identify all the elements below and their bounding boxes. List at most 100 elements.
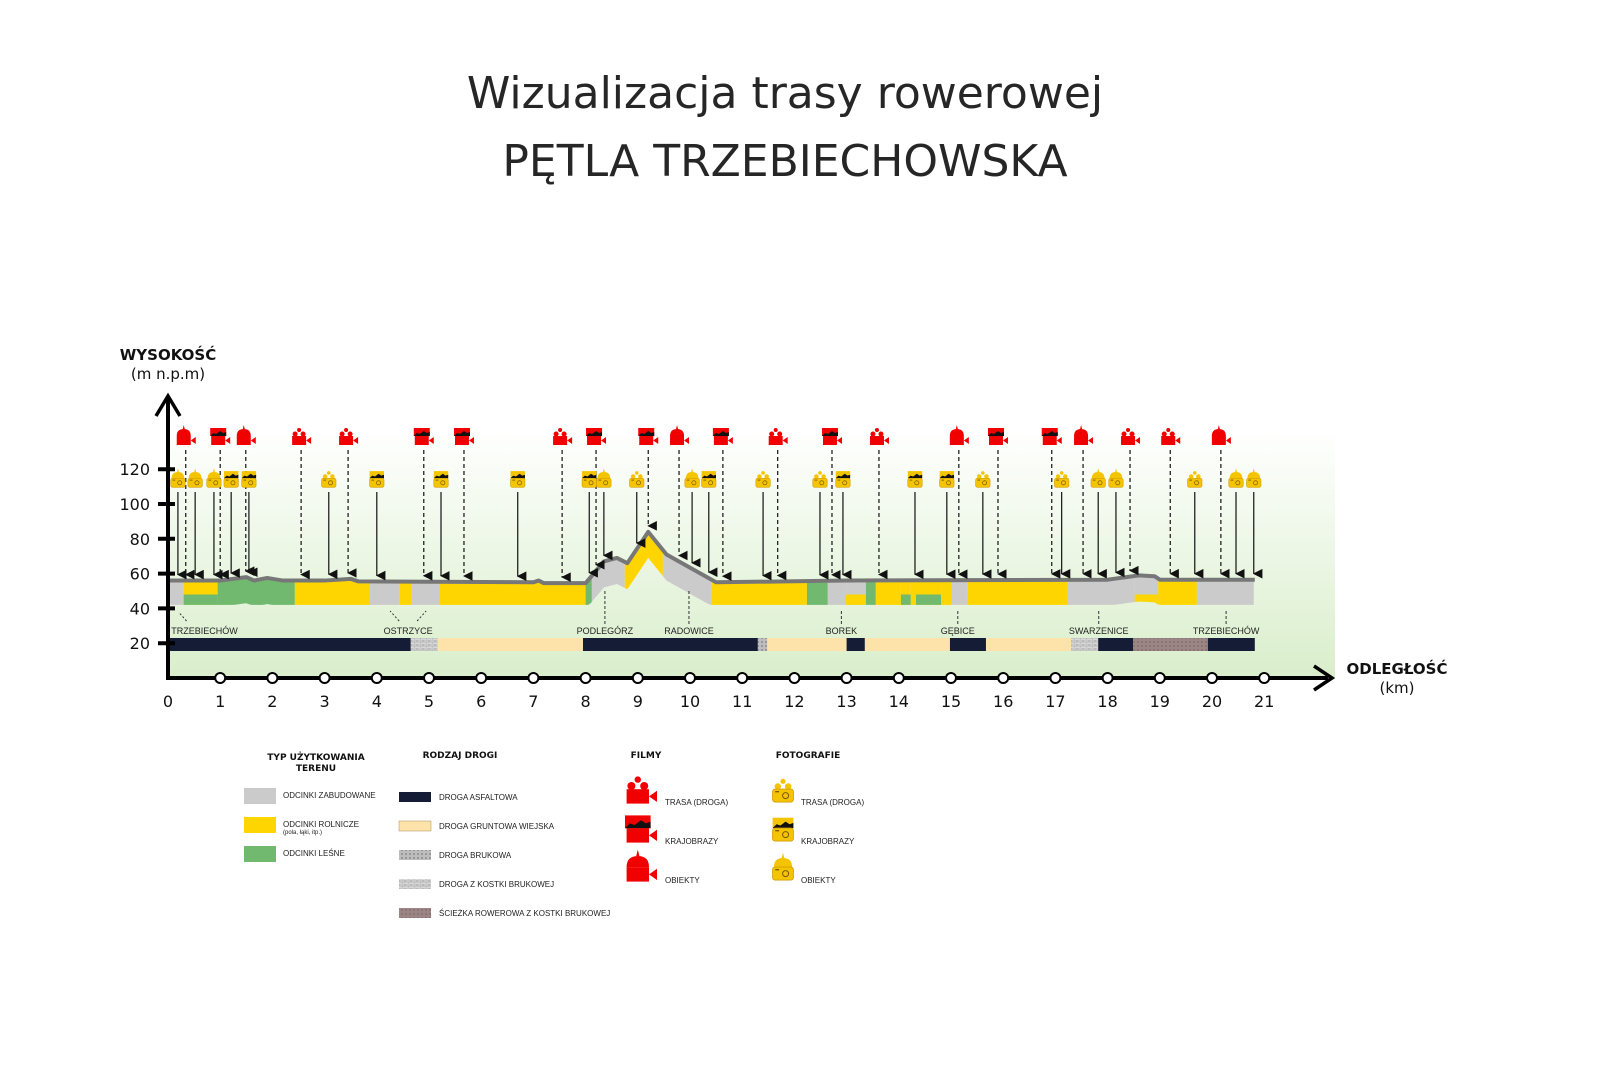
camera-viewfinder [1110, 479, 1114, 481]
camera-body [176, 436, 191, 445]
landscape-frame-icon [582, 471, 597, 479]
camera-body [713, 436, 728, 445]
bike-wheel-icon [330, 474, 335, 479]
bike-wheel-icon [878, 431, 884, 437]
film-camera-obiekty-icon [1211, 425, 1231, 445]
camera-lens [603, 480, 609, 486]
x-tick-marker [892, 672, 905, 684]
camera-lens [1135, 437, 1141, 444]
camera-lens [601, 437, 607, 444]
legend-label: ŚCIEŻKA ROWEROWA Z KOSTKI BRUKOWEJ [439, 909, 610, 918]
y-tick-label: 40 [130, 599, 150, 618]
landscape-frame-icon [701, 471, 716, 479]
camera-viewfinder [1189, 479, 1193, 481]
chart-background [168, 430, 1335, 678]
film-camera-krajobrazy-icon [821, 428, 842, 445]
title-line-1: Wizualizacja trasy rowerowej [467, 68, 1103, 119]
y-axis-arrowhead [154, 392, 182, 417]
legend-swatch-asphalt [399, 792, 431, 802]
film-camera-trasa-icon [553, 428, 573, 445]
x-axis-unit: (km) [1379, 679, 1414, 697]
camera-viewfinder [909, 479, 913, 481]
building-glyph-icon [1247, 468, 1261, 479]
film-camera-obiekty-icon [236, 425, 256, 445]
road-type-band [168, 638, 1255, 651]
x-tick-marker [997, 672, 1010, 684]
bike-wheel-icon [1129, 431, 1135, 437]
building-glyph-icon [1091, 468, 1105, 479]
legend-swatch-agri [244, 817, 276, 833]
photo-camera-obiekty-icon [206, 468, 222, 488]
landscape-silhouette-icon [223, 473, 239, 479]
building-glyph-icon [773, 852, 793, 868]
camera-lens [782, 437, 788, 444]
bike-wheel-icon [764, 474, 769, 479]
legend-swatch-bikepath [399, 908, 431, 918]
landscape-frame-icon [413, 428, 430, 436]
camera-lens [306, 437, 312, 444]
x-tick-label: 19 [1150, 692, 1170, 711]
photo-camera-krajobrazy-icon [223, 471, 239, 488]
landscape-frame-icon [241, 471, 257, 479]
camera-lens [230, 480, 236, 486]
land-segment-agri [1134, 594, 1159, 605]
photo-camera-trasa-icon [975, 471, 991, 488]
film-camera-krajobrazy-icon [1041, 428, 1062, 445]
camera-lens [248, 480, 254, 486]
photo-camera-obiekty-icon [1090, 468, 1106, 488]
camera-body [1042, 436, 1057, 445]
x-tick-marker [1049, 672, 1062, 684]
camera-lens [727, 437, 733, 444]
x-tick-label: 5 [424, 692, 434, 711]
camera-lens [567, 437, 573, 444]
landscape-silhouette-icon [835, 473, 851, 479]
village-label: SWARZENICE [1069, 626, 1129, 636]
camera-body [626, 828, 650, 843]
village-label: TRZEBIECHÓW [171, 626, 238, 636]
bike-wheel-icon [1121, 431, 1127, 437]
x-tick-label: 18 [1097, 692, 1117, 711]
camera-body [292, 436, 307, 445]
cyclist-icon [326, 471, 331, 475]
camera-body [670, 436, 685, 445]
camera-body [1121, 436, 1136, 445]
legend-label: TRASA (DROGA) [801, 798, 864, 807]
legend-label: KRAJOBRAZY [801, 837, 855, 846]
landscape-frame-icon [433, 471, 449, 479]
camera-body [211, 436, 226, 445]
bike-wheel-icon [870, 431, 876, 437]
landscape-silhouette-icon [582, 473, 597, 479]
cyclist-icon [981, 471, 985, 475]
camera-lens [213, 480, 219, 486]
camera-viewfinder [837, 479, 841, 481]
camera-viewfinder [631, 479, 635, 481]
bike-wheel-icon [1055, 474, 1061, 479]
camera-lens [1253, 480, 1258, 486]
photo-camera-obiekty-icon [170, 468, 186, 488]
camera-lens [653, 437, 659, 444]
x-tick-marker [370, 672, 383, 684]
landscape-silhouette-icon [821, 431, 838, 436]
camera-body [1161, 436, 1176, 445]
camera-body [988, 436, 1003, 445]
camera-lens [1194, 480, 1200, 486]
camera-viewfinder [435, 479, 439, 481]
camera-viewfinder [686, 479, 690, 481]
camera-viewfinder [977, 479, 981, 481]
photo-camera-obiekty-icon [1246, 468, 1262, 488]
landscape-silhouette-icon [510, 473, 525, 479]
landscape-frame-icon [821, 428, 838, 436]
land-segment-forest [916, 594, 942, 605]
landscape-frame-icon [510, 471, 525, 479]
photo-camera-krajobrazy-icon [581, 471, 597, 488]
x-tick-marker [1153, 672, 1166, 684]
photo-camera-obiekty-icon [1228, 468, 1244, 488]
bike-wheel-icon [769, 431, 775, 437]
camera-body [822, 436, 837, 445]
landscape-frame-icon [210, 428, 227, 436]
photo-camera-krajobrazy-icon [939, 471, 955, 488]
camera-viewfinder [208, 479, 212, 481]
film-camera-obiekty-icon [949, 425, 969, 445]
bike-wheel-icon [777, 431, 783, 437]
camera-body [639, 436, 654, 445]
